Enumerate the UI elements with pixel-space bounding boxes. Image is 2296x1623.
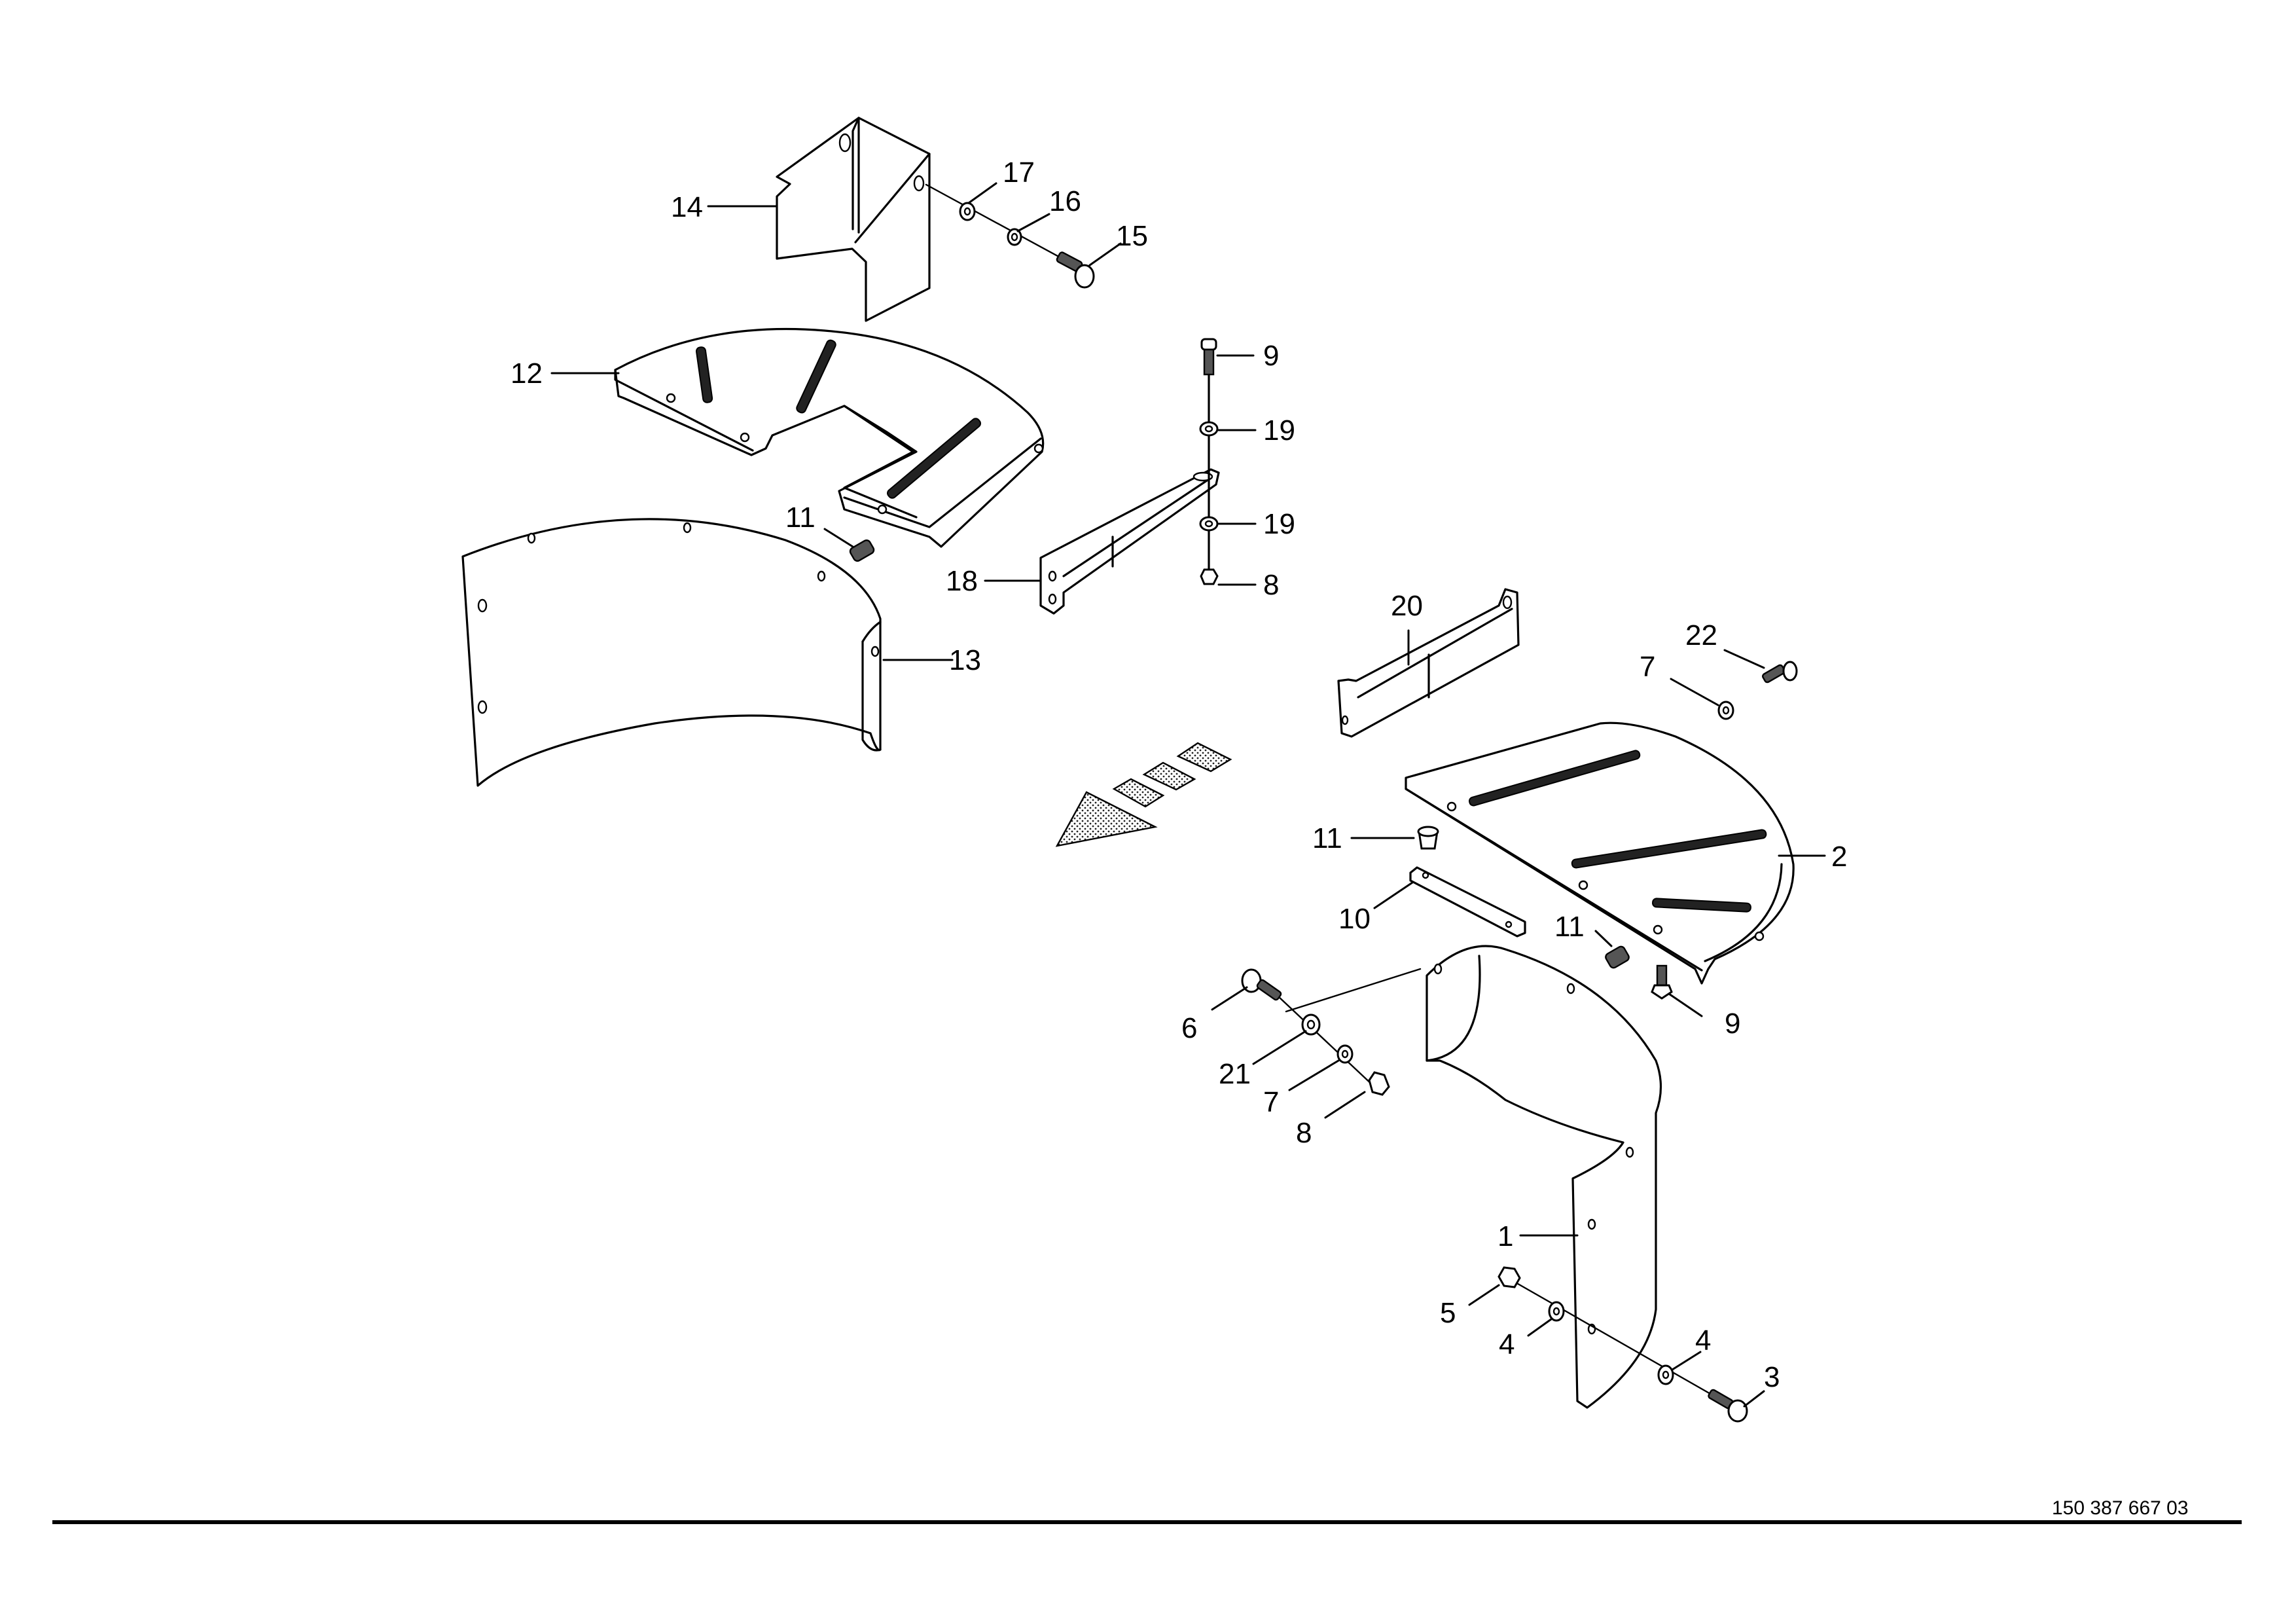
hardware-9-bolt-right [1651,964,1673,1000]
part-14-chute-bracket [776,117,931,322]
callout-labels: 14 17 16 15 12 9 19 19 8 11 18 13 20 22 … [511,156,1847,1393]
hardware-11-cap-nut [1417,826,1439,850]
callout-3: 3 [1764,1361,1780,1393]
callout-16: 16 [1049,185,1081,217]
callout-15: 15 [1116,220,1148,252]
callout-8-upper: 8 [1263,569,1279,601]
direction-arrow [1055,742,1232,847]
part-12-deflector-plate [614,327,1045,548]
callout-18: 18 [946,565,978,597]
hardware-22-7-right [1717,661,1798,720]
callout-12: 12 [511,357,543,390]
hardware-6-21-7-8 [1241,968,1422,1096]
callout-20: 20 [1391,590,1423,622]
callout-22: 22 [1685,619,1717,651]
callout-9-lower: 9 [1725,1008,1740,1040]
callout-19-lower: 19 [1263,508,1295,540]
hardware-stack-9-19-8 [1199,338,1219,585]
hardware-5-4-4-3 [1498,1266,1748,1423]
leader-lines [550,182,1826,1408]
callout-13: 13 [949,644,981,676]
callout-9-upper: 9 [1263,340,1279,372]
callout-7-lower: 7 [1263,1086,1279,1118]
hardware-14-assembly [925,183,1095,289]
part-13-curved-shield [461,518,882,787]
part-2-deflector-plate [1405,721,1795,985]
part-10-strap [1409,866,1526,938]
callout-11-left: 11 [785,501,816,534]
callout-2: 2 [1831,841,1847,873]
callout-7-upper: 7 [1640,651,1655,683]
callout-19-upper: 19 [1263,414,1295,447]
callout-5: 5 [1440,1297,1456,1329]
callout-8-lower: 8 [1296,1117,1312,1149]
hardware-11-nut-right [1605,945,1630,969]
callout-10: 10 [1338,903,1371,935]
part-20-bracket [1337,588,1520,738]
callout-1: 1 [1498,1220,1513,1252]
document-number: 150 387 667 03 [2052,1497,2189,1519]
callout-6: 6 [1181,1012,1197,1044]
footer: 150 387 667 03 [52,1497,2242,1524]
callout-11-cap: 11 [1312,822,1342,854]
callout-14: 14 [671,191,703,223]
part-18-support-arm [1039,468,1220,615]
part-1-curved-shield [1426,945,1662,1409]
callout-21: 21 [1219,1058,1251,1090]
callout-11-right: 11 [1554,911,1585,943]
callout-4-right: 4 [1695,1324,1711,1357]
callout-17: 17 [1003,156,1035,189]
hardware-11-nut-left [849,539,875,562]
callout-4-left: 4 [1499,1328,1515,1360]
